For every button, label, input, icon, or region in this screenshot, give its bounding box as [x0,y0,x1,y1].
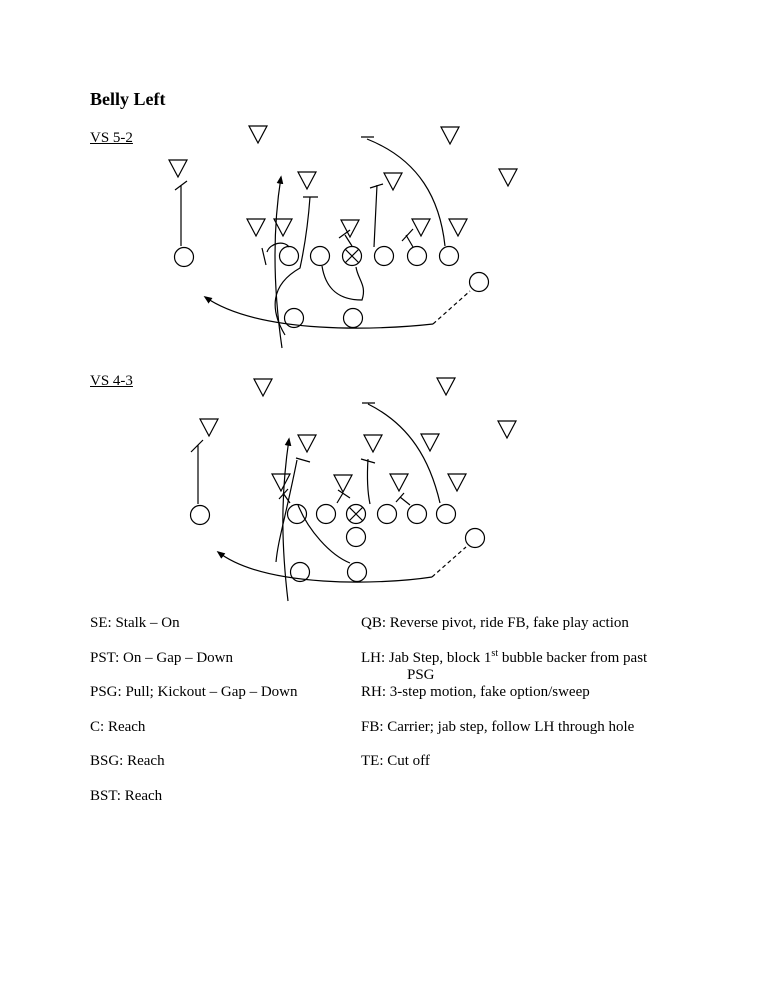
defender [297,434,317,454]
defender [420,433,440,453]
defender [271,473,291,493]
assignment-lh: LH: Jab Step, block 1st bubble backer fr… [361,648,648,684]
quarterback [345,526,367,548]
defender [363,434,383,454]
play-side-tackle [278,245,300,267]
defender [199,418,219,438]
assignment-te: TE: Cut off [361,753,430,769]
assignment-qb: QB: Reverse pivot, ride FB, fake play ac… [361,615,629,631]
play-side-guard [309,245,331,267]
assignment-fb: FB: Carrier; jab step, follow LH through… [361,719,635,735]
defender [440,126,460,146]
defender [273,218,293,238]
assignment-rh: RH: 3-step motion, fake option/sweep [361,684,590,700]
defender [246,218,266,238]
fullback [346,561,368,583]
left-halfback [289,561,311,583]
defender [447,473,467,493]
routes-4-3 [190,402,467,602]
assignment-c: C: Reach [90,719,146,735]
split-end [173,246,195,268]
defender [248,125,268,145]
center [341,245,363,267]
assignment-bsg: BSG: Reach [90,753,165,769]
defender [253,378,273,398]
defender [498,168,518,188]
right-halfback [468,271,490,293]
defender [383,172,403,192]
backside-guard [376,503,398,525]
diagram-label-4-3: VS 4-3 [90,373,133,389]
center-mark [348,506,364,522]
assignment-pst: PST: On – Gap – Down [90,650,234,666]
diagram-4-3 [189,377,517,602]
defender [297,171,317,191]
left-halfback [283,307,305,329]
offense-5-2 [173,245,490,329]
assignment-bst: BST: Reach [90,788,163,804]
defender [168,159,188,179]
tight-end [438,245,460,267]
defender [333,474,353,494]
defender [448,218,468,238]
fullback [342,307,364,329]
offense-4-3 [189,503,486,583]
backside-guard [373,245,395,267]
diagram-label-5-2: VS 5-2 [90,130,133,146]
page-title: Belly Left [90,89,166,109]
backside-tackle [406,503,428,525]
defender [340,219,360,239]
diagram-5-2 [168,125,518,349]
assignment-psg: PSG: Pull; Kickout – Gap – Down [90,684,298,700]
play-side-guard [315,503,337,525]
routes-5-2 [174,136,471,349]
defender [497,420,517,440]
defender [389,473,409,493]
backside-tackle [406,245,428,267]
center [345,503,367,525]
play-side-tackle [286,503,308,525]
split-end [189,504,211,526]
assignment-se: SE: Stalk – On [90,615,180,631]
defender [436,377,456,397]
defenders-5-2 [168,125,518,239]
right-halfback [464,527,486,549]
center-mark [344,248,360,264]
defender [411,218,431,238]
tight-end [435,503,457,525]
defenders-4-3 [199,377,517,494]
